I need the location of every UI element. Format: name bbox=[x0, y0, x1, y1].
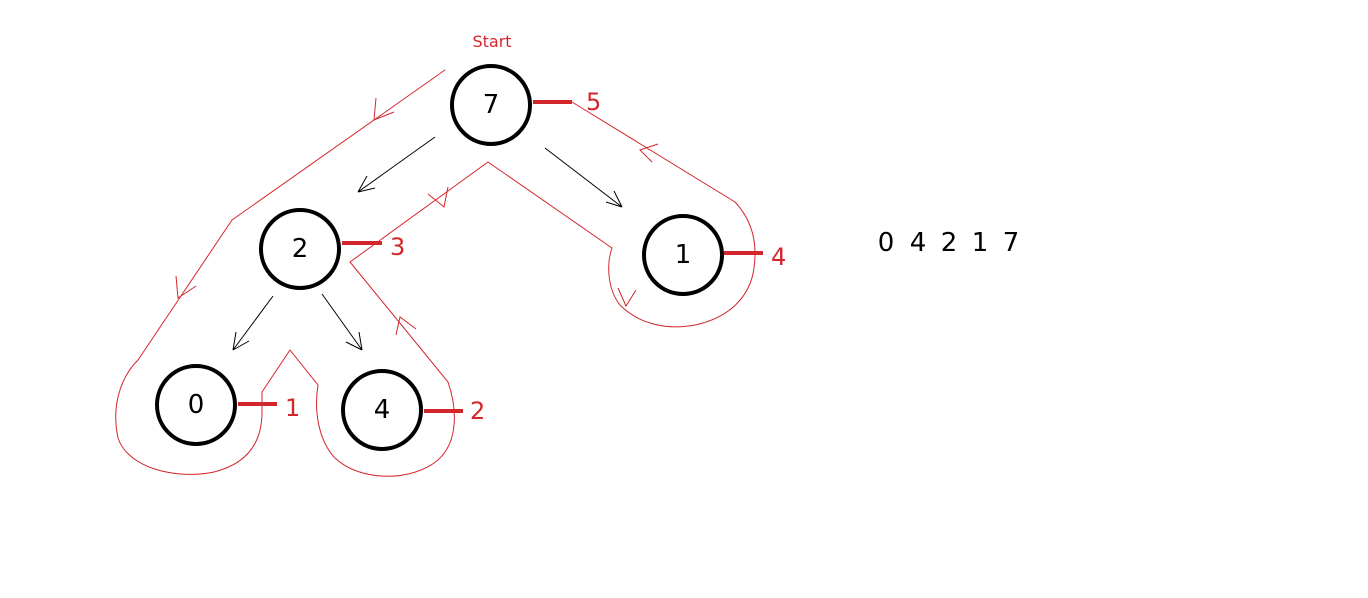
node-circle bbox=[155, 364, 237, 446]
order-label: 1 bbox=[285, 394, 300, 422]
direction-chevron bbox=[175, 275, 197, 299]
order-label: 3 bbox=[390, 233, 405, 261]
sequence-item: 4 bbox=[910, 228, 927, 258]
node-label: 4 bbox=[374, 395, 391, 425]
order-label: 2 bbox=[470, 397, 485, 425]
traversal-sequence: 0 4 2 1 7 bbox=[878, 228, 1020, 258]
start-label: Start bbox=[472, 32, 511, 51]
edge-arrow bbox=[321, 293, 363, 351]
edge-arrow bbox=[544, 147, 623, 208]
node-label: 1 bbox=[675, 240, 692, 270]
direction-chevron bbox=[639, 143, 659, 163]
sequence-item: 2 bbox=[941, 228, 958, 258]
node-circle bbox=[341, 369, 423, 451]
node: 7 5 bbox=[450, 64, 601, 146]
node-circle bbox=[642, 214, 724, 296]
order-label: 4 bbox=[771, 243, 786, 271]
order-label: 5 bbox=[586, 88, 601, 116]
direction-chevron bbox=[373, 97, 395, 121]
edge-arrow bbox=[232, 295, 274, 351]
direction-chevron bbox=[427, 186, 449, 208]
sequence-item: 0 bbox=[878, 228, 895, 258]
node-circle bbox=[259, 208, 341, 290]
node: 2 3 bbox=[259, 208, 405, 290]
node-circle bbox=[450, 64, 532, 146]
node: 4 2 bbox=[341, 369, 485, 451]
node-label: 0 bbox=[188, 390, 205, 420]
tree-edges bbox=[232, 136, 623, 351]
edge-arrow bbox=[357, 136, 436, 193]
node: 1 4 bbox=[642, 214, 786, 296]
traversal-path bbox=[115, 69, 756, 477]
node: 0 1 bbox=[155, 364, 300, 446]
sequence-item: 7 bbox=[1003, 228, 1020, 258]
sequence-item: 1 bbox=[972, 228, 989, 258]
node-label: 2 bbox=[292, 234, 309, 264]
direction-chevron bbox=[617, 287, 637, 308]
direction-chevron bbox=[395, 316, 417, 336]
node-label: 7 bbox=[483, 90, 500, 120]
